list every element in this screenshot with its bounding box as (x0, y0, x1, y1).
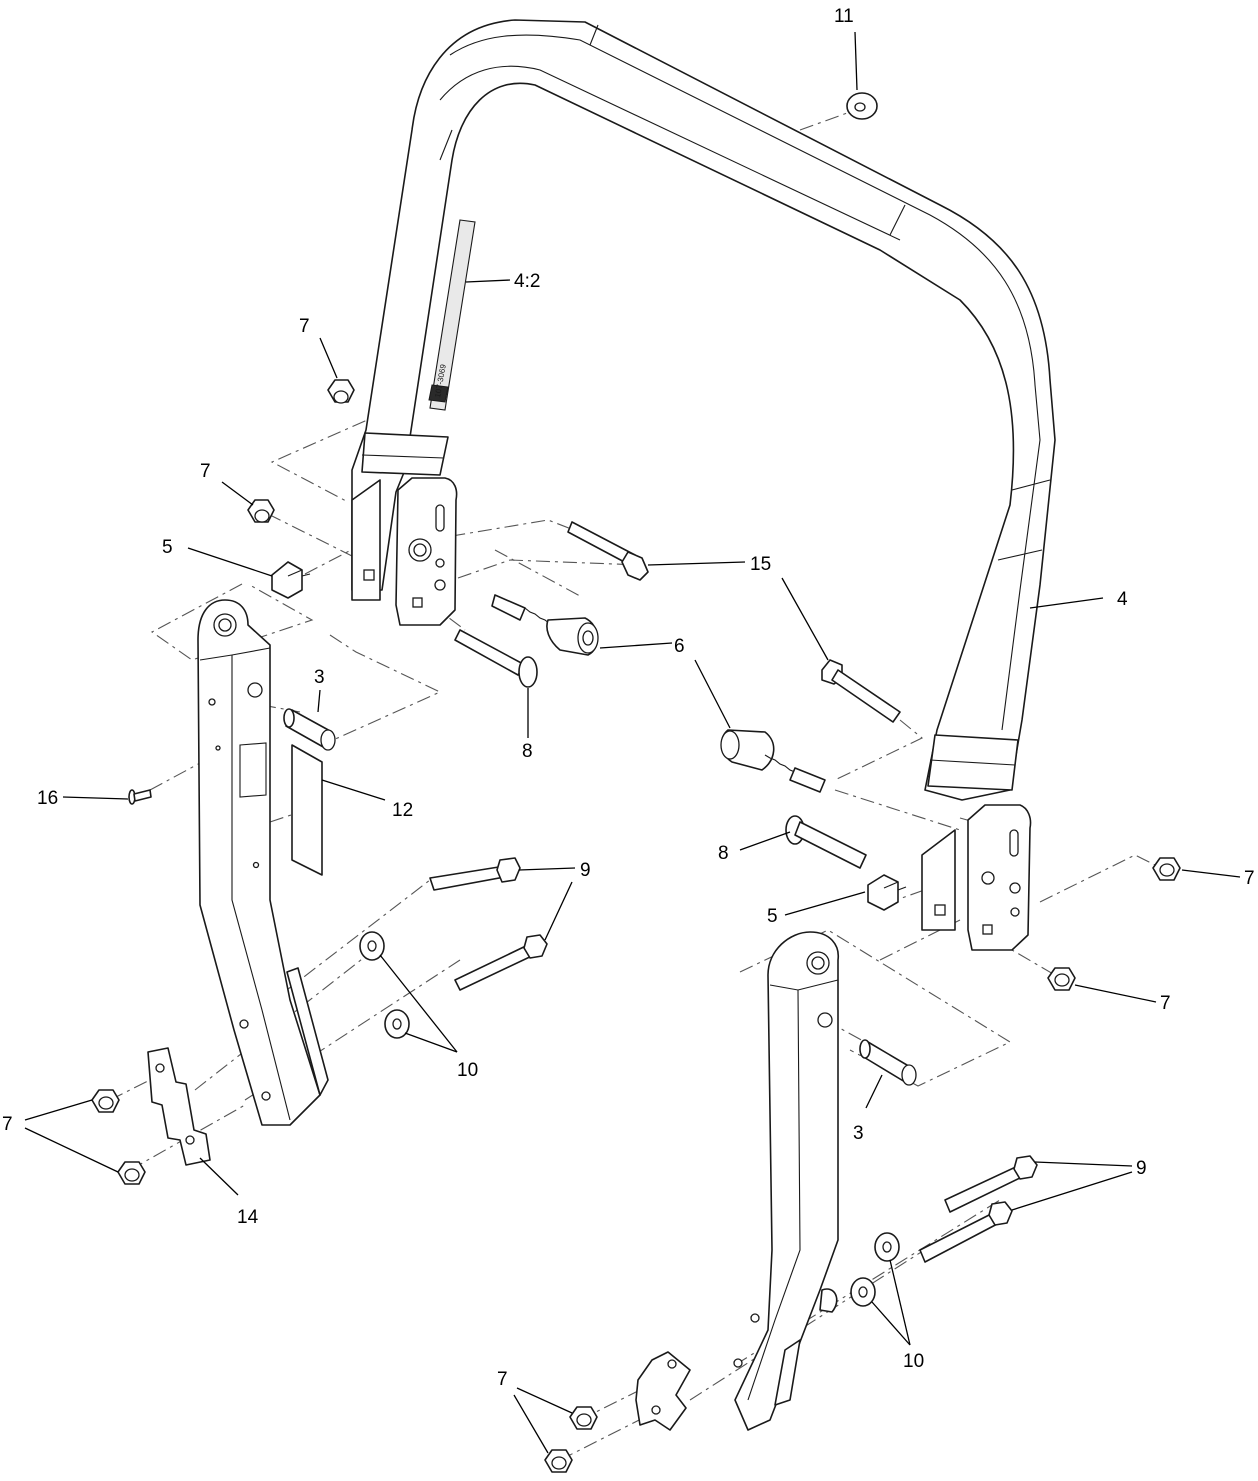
part-5-latch-pad-left (271, 561, 311, 599)
callout-14: 14 (237, 1207, 259, 1228)
left-lower-post (197, 599, 329, 1126)
part-3-spacer-right (859, 1039, 917, 1086)
left-hoop-mount-plate (351, 477, 458, 626)
rollbar-hoop: 107-3069 (351, 19, 1056, 801)
callout-7-top: 7 (299, 316, 310, 337)
callout-12: 12 (392, 800, 413, 821)
callout-labels: 11 4:2 7 7 5 15 4 6 3 8 16 12 8 7 9 5 7 … (2, 6, 1255, 1390)
callout-10-right: 10 (903, 1351, 924, 1372)
part-5-latch-pad-right (867, 874, 907, 911)
callout-5-left: 5 (162, 537, 173, 558)
part-9-bolt-left-b (454, 934, 548, 991)
part-7-nut-right-lower (1047, 967, 1076, 991)
callout-3-left: 3 (314, 667, 325, 688)
part-10-washer-right-b (850, 1277, 876, 1307)
callout-9-left: 9 (580, 860, 591, 881)
callout-8-left: 8 (522, 741, 533, 762)
callout-11: 11 (834, 6, 854, 27)
callout-9-right: 9 (1136, 1158, 1147, 1179)
callout-15: 15 (750, 554, 771, 575)
part-10-washer-right-a (874, 1232, 900, 1262)
part-7-nut-bottom-b (544, 1449, 573, 1473)
part-8-pin-right (785, 815, 867, 869)
part-15-bolt-lower (821, 659, 901, 723)
part-12-decal (291, 744, 323, 876)
part-16-screw (128, 789, 152, 805)
part-9-bolt-right-b (919, 1201, 1013, 1263)
callout-5-right: 5 (767, 906, 778, 927)
part-3-spacer-left (283, 708, 336, 751)
callout-4: 4 (1117, 589, 1128, 610)
callout-7-bottom: 7 (497, 1369, 508, 1390)
part-7-nut-right (1152, 857, 1181, 881)
callout-8-right: 8 (718, 843, 729, 864)
callout-7-right: 7 (1244, 868, 1255, 889)
part-7-nut-upper-left (247, 499, 275, 523)
part-15-bolt-upper (567, 521, 649, 581)
part-9-bolt-right-a (944, 1155, 1038, 1213)
part-6-latch-pin-right (720, 729, 826, 793)
callout-3-right: 3 (853, 1123, 864, 1144)
callout-7-upper-left: 7 (200, 461, 211, 482)
part-11-washer (846, 92, 878, 120)
callout-4-2: 4:2 (514, 271, 540, 292)
part-14-bracket-right (635, 1351, 691, 1431)
part-6-latch-pin-left (491, 594, 599, 656)
callout-16: 16 (37, 788, 58, 809)
part-7-nut-left-lower-a (91, 1089, 120, 1113)
part-10-washer-left-b (384, 1009, 410, 1039)
part-10-washer-left-a (359, 931, 385, 961)
part-7-nut-bottom-a (569, 1406, 598, 1430)
part-7-nut-top (327, 379, 355, 404)
callout-6-left: 6 (674, 636, 685, 657)
part-8-pin-left (454, 629, 538, 688)
part-9-bolt-left-a (429, 857, 521, 891)
callout-10-left: 10 (457, 1060, 478, 1081)
callout-7-right-lower: 7 (1160, 993, 1171, 1014)
part-7-nut-left-lower-b (117, 1161, 146, 1185)
part-14-bracket-left (147, 1047, 211, 1166)
right-lower-post (733, 931, 839, 1431)
callout-7-left-lower: 7 (2, 1114, 13, 1135)
right-hoop-mount-plate (921, 804, 1032, 951)
leader-lines (24, 31, 1241, 1454)
